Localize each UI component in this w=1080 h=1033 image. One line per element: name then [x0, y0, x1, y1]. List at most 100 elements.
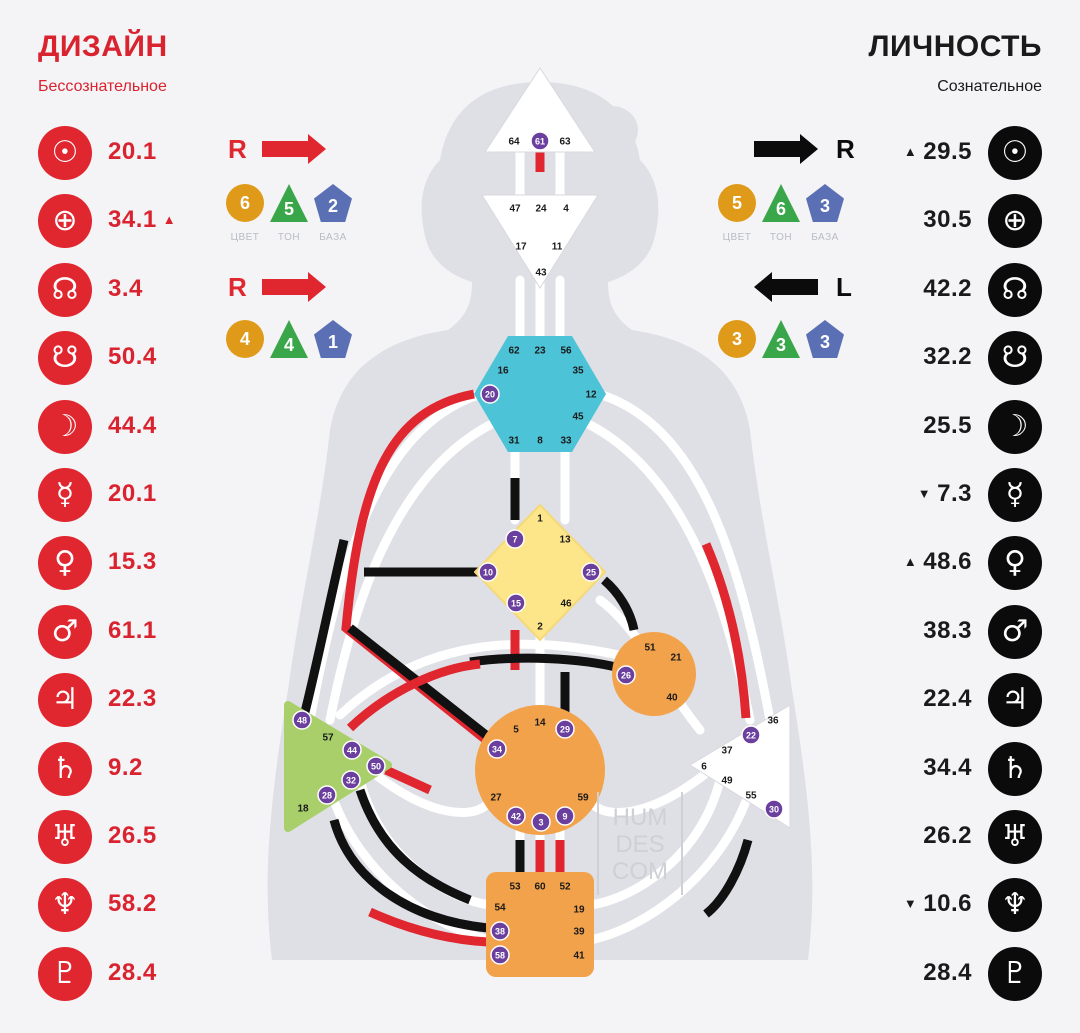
gate-48: 48 [292, 710, 312, 730]
planet-gate-value: 22.3 [108, 685, 157, 713]
gate-11: 11 [552, 242, 563, 253]
moon-icon: ☽ [38, 399, 92, 454]
svg-text:18: 18 [297, 804, 309, 815]
watermark-line-3: COM [612, 858, 668, 885]
base-badge: 1 [314, 320, 352, 358]
gate-57: 57 [322, 733, 334, 744]
gate-20: 20 [480, 384, 500, 404]
gate-38: 38 [490, 921, 510, 941]
planet-gate-value: 42.2 [923, 274, 972, 302]
gate-24: 24 [535, 204, 547, 215]
watermark: HUM DES COM [597, 792, 683, 895]
gate-51: 51 [644, 643, 656, 654]
svg-text:42: 42 [511, 812, 521, 822]
color-badge: 3 [718, 320, 756, 358]
planet-gate-value: ▲48.6 [903, 548, 972, 576]
gate-63: 63 [559, 137, 571, 148]
svg-text:41: 41 [573, 951, 585, 962]
svg-text:26: 26 [621, 671, 631, 681]
gate-34: 34 [487, 739, 507, 759]
personality-arrow-top [754, 134, 818, 164]
gate-36: 36 [767, 716, 779, 727]
gate-6: 6 [701, 762, 707, 773]
planet-row: ⊕34.1▲ [38, 194, 238, 262]
svg-text:30: 30 [769, 805, 779, 815]
planet-row: ♄ 34.4 [842, 741, 1042, 810]
planet-row: ☉ 20.1 [38, 126, 238, 194]
gate-28: 28 [317, 785, 337, 805]
svg-text:62: 62 [508, 346, 520, 357]
gate-14: 14 [534, 718, 546, 729]
tone-badge: 4 [270, 320, 308, 358]
planet-gate-value: 20.1 [108, 138, 157, 165]
svg-text:15: 15 [511, 599, 521, 609]
svg-text:63: 63 [559, 137, 571, 148]
solar-plexus-center [689, 704, 791, 829]
svg-text:36: 36 [767, 716, 779, 727]
gate-17: 17 [515, 242, 527, 253]
gate-55: 55 [745, 791, 757, 802]
design-planet-list: ☉20.1⊕34.1▲☊3.4☋50.4☽44.4☿20.1♀15.3♂61.1… [38, 126, 238, 1015]
exaltation-marker: ▼ [903, 896, 918, 912]
planet-row: ♀15.3 [38, 536, 238, 604]
planet-row: ♇28.4 [38, 946, 238, 1015]
sun-icon: ☉ [38, 126, 92, 180]
tone-badge: 3 [762, 320, 800, 358]
gate-40: 40 [666, 693, 678, 704]
svg-text:51: 51 [644, 643, 656, 654]
planet-gate-value: 61.1 [108, 616, 157, 644]
design-variables-bottom: 4 4 1 [226, 320, 352, 358]
heart-center [612, 632, 696, 716]
planet-gate-value: 28.4 [108, 958, 157, 986]
throat-center [474, 336, 606, 452]
svg-text:43: 43 [535, 268, 547, 279]
gate-60: 60 [534, 882, 546, 893]
planet-gate-value: 22.4 [923, 685, 972, 713]
svg-text:35: 35 [572, 366, 584, 377]
gate-50: 50 [366, 756, 386, 776]
svg-text:19: 19 [573, 905, 585, 916]
svg-text:47: 47 [509, 204, 521, 215]
svg-text:50: 50 [371, 762, 381, 772]
svg-text:55: 55 [745, 791, 757, 802]
planet-row: ☿20.1 [38, 467, 238, 536]
svg-text:56: 56 [560, 346, 572, 357]
design-direction-bottom: R [228, 272, 247, 302]
planet-row: ☋32.2 [842, 331, 1042, 399]
svg-text:12: 12 [585, 390, 597, 401]
gate-29: 29 [555, 719, 575, 739]
color-badge: 6 [226, 184, 264, 222]
design-arrow-top [262, 134, 326, 164]
svg-text:33: 33 [560, 436, 572, 447]
gate-46: 46 [560, 599, 572, 610]
watermark-line-2: DES [615, 831, 664, 858]
gate-47: 47 [509, 204, 521, 215]
spleen-center [284, 701, 392, 832]
planet-row: ♃22.4 [842, 673, 1042, 741]
planet-gate-value: 34.4 [923, 753, 972, 781]
svg-text:10: 10 [483, 568, 493, 578]
jupiter-icon: ♃ [38, 673, 92, 728]
personality-subtitle: Сознательное [937, 78, 1042, 95]
design-title: ДИЗАЙН [38, 30, 168, 63]
earth-icon: ⊕ [38, 194, 92, 249]
planet-gate-value: 26.5 [108, 821, 157, 849]
svg-text:31: 31 [508, 436, 520, 447]
svg-text:57: 57 [322, 733, 334, 744]
planet-gate-value: 30.5 [923, 206, 972, 234]
personality-direction-bottom: L [836, 272, 852, 302]
svg-text:59: 59 [577, 793, 589, 804]
mars-icon: ♂ [988, 604, 1042, 659]
gate-19: 19 [573, 905, 585, 916]
uranus-icon: ♅ [988, 809, 1042, 864]
planet-row: ♀▲48.6 [842, 536, 1042, 604]
gate-18: 18 [297, 804, 309, 815]
planet-gate-value: 15.3 [108, 548, 157, 576]
svg-text:39: 39 [573, 927, 585, 938]
north-node-icon: ☊ [988, 262, 1042, 317]
saturn-icon: ♄ [988, 741, 1042, 796]
tone-badge: 6 [762, 184, 800, 222]
mars-icon: ♂ [38, 604, 92, 659]
gate-32: 32 [341, 770, 361, 790]
planet-row: ♅26.5 [38, 809, 238, 878]
